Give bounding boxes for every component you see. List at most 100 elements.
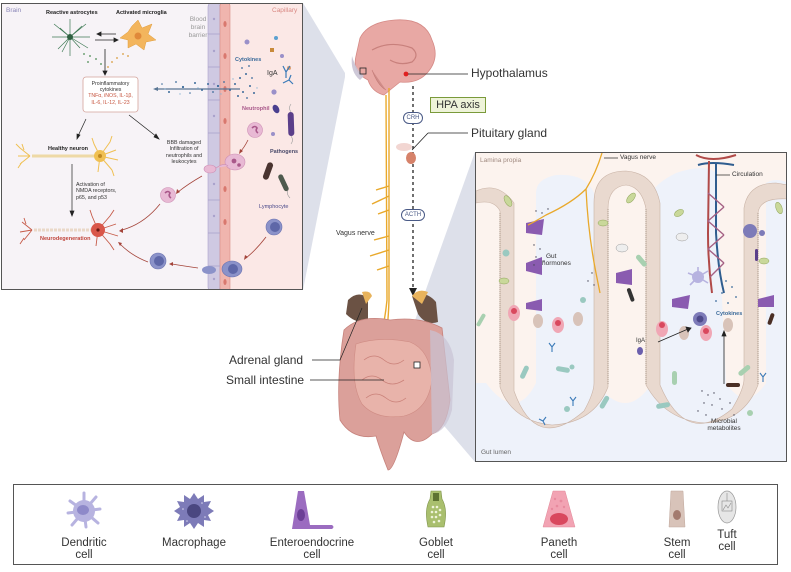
gut-hormones-label: Gut hormones — [542, 253, 571, 267]
dendritic-cell-icon — [66, 491, 102, 529]
legend-item-macrophage: Macrophage — [144, 485, 244, 566]
enteroendocrine-cells — [526, 219, 774, 311]
arrow-to-cytokines — [102, 49, 108, 76]
gut-cytokines-label: Cytokines — [716, 311, 743, 317]
pituitary-gland-label: Pituitary gland — [471, 126, 548, 140]
glial-cytokine-dots — [83, 53, 129, 68]
gut-panel: Lamina propia Vagus nerve Circulation Gu… — [475, 152, 787, 462]
neutrophil-transmigrating-icon — [203, 153, 246, 174]
small-intestine-label: Small intestine — [226, 373, 305, 387]
exchange-arrows — [95, 31, 119, 43]
dendritic-cell-in-lamina — [687, 267, 709, 286]
infiltration-arrowheads — [118, 149, 248, 266]
cytokine-influx-arrow — [153, 65, 258, 99]
neutrophil-label: Neutrophil — [242, 106, 270, 112]
tuft-cell-icon — [717, 490, 737, 524]
tuft-cells — [615, 232, 689, 253]
neurodegeneration-label: Neurodegeneration — [40, 236, 91, 242]
adrenal-gland-label: Adrenal gland — [229, 353, 304, 367]
lymphocyte-label: Lymphocyte — [259, 204, 289, 210]
brain-panel: Brain Capillary Reactive astrocytes Acti… — [1, 3, 303, 290]
legend-item-tuft-cell: Tuft cell — [677, 485, 777, 566]
lumen-iga-icons — [538, 342, 767, 426]
legend-label-line: cell — [718, 541, 736, 553]
microbial-metabolite-dots — [697, 390, 735, 416]
healthy-neuron-label: Healthy neuron — [48, 146, 89, 152]
brain-region-label: Brain — [6, 7, 22, 14]
gut-lumen-label: Gut lumen — [481, 449, 511, 456]
legend-label-line: Dendritic — [61, 537, 107, 549]
brain-panel-art — [15, 4, 295, 289]
pathogen-icons — [262, 103, 295, 199]
reactive-astrocytes-label: Reactive astrocytes — [46, 10, 98, 16]
gut-zoom-wedge — [398, 152, 475, 462]
activated-microglia-label: Activated microglia — [116, 10, 167, 16]
proinflammatory-cytokines-text: Proinflammatory cytokines TNFα, iNOS, IL… — [88, 81, 133, 106]
legend-label-line: Stem — [663, 537, 691, 549]
circulation-label: Circulation — [732, 171, 763, 178]
hpa-axis-label: HPA axis — [430, 97, 486, 113]
legend-label-line: Goblet — [419, 537, 453, 549]
gut-iga-label: IgA — [636, 338, 646, 344]
capillary-region-label: Capillary — [272, 7, 298, 14]
activation-text: Activation of NMDA receptors, p65, and p… — [76, 182, 117, 201]
lymphocyte-icon — [265, 218, 283, 236]
iga-label: IgA — [267, 70, 278, 77]
bbb-label: Blood brain barrier — [188, 16, 208, 39]
goblet-cells — [498, 192, 783, 285]
legend-item-enteroendocrine-cell: Enteroendocrine cell — [262, 485, 362, 566]
iga-antibody-icon — [282, 65, 294, 85]
crh-label: CRH — [403, 112, 423, 124]
gut-vagus-nerve-label: Vagus nerve — [620, 154, 657, 161]
bbb-damaged-text: BBB damaged Infiltration of neutrophils … — [165, 140, 203, 165]
legend-item-paneth-cell: Paneth cell — [509, 485, 609, 566]
cytokines-label: Cytokines — [235, 57, 262, 63]
microbial-metabolites-label: Microbial metabolites — [707, 418, 741, 432]
brain-zoom-wedge — [303, 3, 345, 290]
vagus-nerve-label: Vagus nerve — [336, 230, 375, 237]
gut-hormone-dots — [533, 208, 595, 286]
lamina-propria-label: Lamina propia — [480, 157, 522, 164]
lymphocyte-infiltrated-icon — [149, 252, 167, 270]
legend-item-goblet-cell: Goblet cell — [386, 485, 486, 566]
lumen-microbes — [476, 249, 775, 416]
legend-item-stem-cell: Stem cell — [627, 485, 727, 566]
legend-label-line: cell — [75, 549, 93, 561]
neutrophil-infiltrated-icon — [160, 187, 176, 203]
capillary-particles — [244, 36, 291, 136]
pathogens-label: Pathogens — [270, 149, 299, 155]
acth-label: ACTH — [401, 209, 425, 221]
macrophage-migrating — [743, 224, 765, 238]
legend-label-line: cell — [427, 549, 445, 561]
box-arrows — [69, 114, 160, 217]
legend-label-line: cell — [668, 549, 686, 561]
degenerating-neuron-icon — [19, 209, 119, 251]
gut-cytokine-dots — [715, 280, 737, 304]
cell-legend: Dendritic cell Macrophage Enteroendocrin… — [13, 484, 778, 565]
circulation-vessels — [695, 154, 737, 294]
goblet-cell-icon — [426, 490, 446, 528]
legend-label-line: cell — [303, 549, 321, 561]
legend-label-line: Paneth — [540, 537, 578, 549]
legend-label-line: Tuft — [717, 529, 737, 541]
legend-item-dendritic-cell: Dendritic cell — [34, 485, 134, 566]
macrophage-in-lamina — [693, 312, 707, 326]
activated-microglia-icon — [119, 19, 157, 51]
hypothalamus-label: Hypothalamus — [471, 66, 548, 80]
paneth-cell-icon — [542, 490, 576, 528]
lymphocyte-transmigrating-icon — [202, 260, 243, 278]
neutrophil-icon — [247, 122, 263, 138]
healthy-neuron-icon — [15, 135, 119, 177]
pathogen-diplococcus-icon — [272, 104, 280, 114]
proinflammatory-box — [82, 76, 139, 113]
macrophage-icon — [174, 493, 214, 529]
stem-cell-icon — [668, 490, 686, 528]
enteroendocrine-cell-icon — [292, 491, 334, 529]
gut-vagus-nerve — [527, 153, 603, 294]
reactive-astrocyte-icon — [52, 19, 90, 56]
legend-label-line: cell — [550, 549, 568, 561]
blood-brain-barrier — [207, 4, 231, 289]
gut-arrows — [657, 326, 727, 384]
legend-label-line: Enteroendocrine — [269, 537, 355, 549]
legend-label-line: Macrophage — [162, 537, 226, 549]
